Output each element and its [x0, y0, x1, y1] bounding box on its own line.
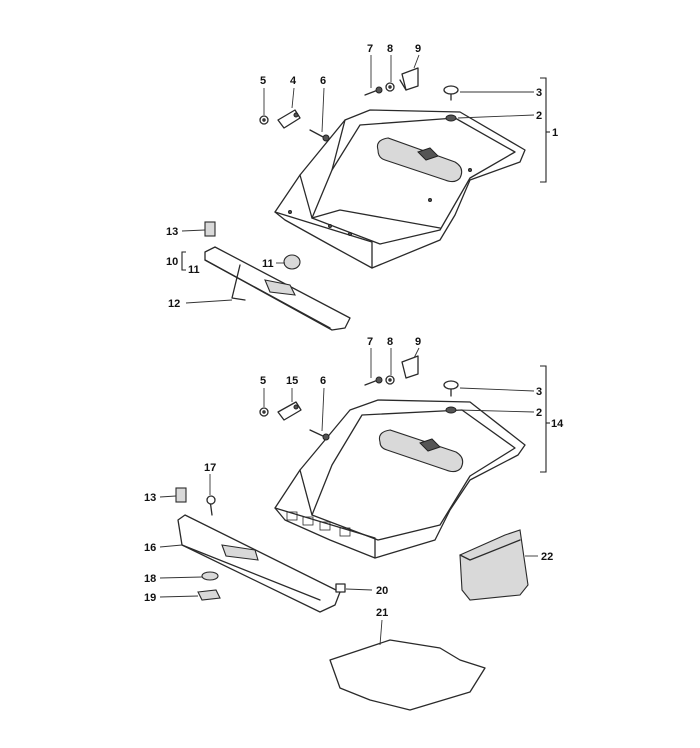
callout-6: 6 [320, 375, 326, 387]
callout-17: 17 [204, 462, 216, 474]
group-brackets [181, 77, 550, 473]
callout-11: 11 [188, 264, 200, 276]
callout-8: 8 [387, 336, 393, 348]
fastener-parts-lower [259, 355, 459, 441]
callout-12: 12 [168, 298, 180, 310]
callout-8: 8 [387, 43, 393, 55]
callout-9: 9 [415, 336, 421, 348]
lower-trunk-lining [274, 399, 526, 559]
callout-4: 4 [290, 75, 297, 87]
callout-labels: 1 2 3 4 5 6 7 8 9 10 11 11 12 13 2 3 5 6… [144, 43, 564, 619]
upper-trunk-lining [274, 109, 526, 269]
callout-20: 20 [376, 585, 388, 597]
tool-bag [459, 529, 529, 601]
fastener-parts-upper [259, 67, 459, 142]
callout-14: 14 [551, 418, 564, 430]
cross-member-upper [204, 221, 351, 331]
callout-5: 5 [260, 375, 266, 387]
callout-15: 15 [286, 375, 298, 387]
callout-19: 19 [144, 592, 156, 604]
cross-member-lower [175, 487, 346, 613]
callout-13: 13 [166, 226, 178, 238]
callout-21: 21 [376, 607, 388, 619]
callout-3: 3 [536, 87, 542, 99]
callout-7: 7 [367, 43, 373, 55]
callout-5: 5 [260, 75, 266, 87]
callout-13: 13 [144, 492, 156, 504]
leader-lines [159, 54, 538, 646]
callout-10: 10 [166, 256, 178, 268]
callout-3: 3 [536, 386, 542, 398]
callout-9: 9 [415, 43, 421, 55]
callout-18: 18 [144, 573, 156, 585]
callout-7: 7 [367, 336, 373, 348]
callout-16: 16 [144, 542, 156, 554]
floor-mat [329, 639, 486, 711]
callout-2: 2 [536, 110, 542, 122]
callout-6: 6 [320, 75, 326, 87]
callout-11: 11 [262, 258, 274, 270]
callout-22: 22 [541, 551, 553, 563]
callout-2: 2 [536, 407, 542, 419]
callout-1: 1 [552, 127, 558, 139]
